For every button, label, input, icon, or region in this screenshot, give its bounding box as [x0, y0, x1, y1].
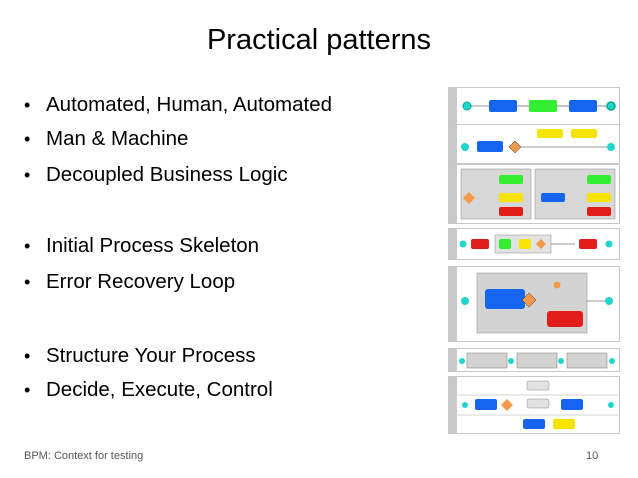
diagram-decoupled-business-logic — [448, 164, 620, 224]
bullet-item: •Man & Machine — [24, 127, 189, 150]
bpmn-diagram-icon — [449, 377, 619, 433]
diagram-initial-process-skeleton — [448, 228, 620, 260]
bullet-item: •Automated, Human, Automated — [24, 93, 333, 116]
diagram-structure-your-process — [448, 348, 620, 372]
bullet-dot-icon: • — [24, 271, 31, 292]
diagram-decide-execute-control — [448, 376, 620, 434]
bullet-item: •Decide, Execute, Control — [24, 378, 273, 401]
bullet-dot-icon: • — [24, 164, 31, 185]
page-number: 10 — [586, 450, 599, 462]
bpmn-diagram-icon — [449, 125, 615, 163]
bpmn-diagram-icon — [449, 88, 616, 124]
slide-title: Practical patterns — [206, 24, 432, 56]
bpmn-diagram-icon — [449, 165, 616, 223]
bpmn-diagram-icon — [449, 349, 615, 371]
diagram-man-and-machine — [448, 124, 620, 164]
bullet-item: •Decoupled Business Logic — [24, 163, 288, 186]
bullet-item: •Structure Your Process — [24, 344, 256, 367]
bullet-dot-icon: • — [24, 379, 31, 400]
bpmn-diagram-icon — [449, 229, 613, 259]
bullet-dot-icon: • — [24, 128, 31, 149]
diagram-automated-human-automated — [448, 87, 620, 125]
bullet-dot-icon: • — [24, 94, 31, 115]
footer-text: BPM: Context for testing — [24, 450, 144, 462]
bullet-dot-icon: • — [24, 235, 31, 256]
bullet-item: •Error Recovery Loop — [24, 270, 236, 293]
bullet-item: •Initial Process Skeleton — [24, 234, 260, 257]
diagram-error-recovery-loop — [448, 266, 620, 342]
bullet-dot-icon: • — [24, 345, 31, 366]
bpmn-diagram-icon — [449, 267, 613, 341]
